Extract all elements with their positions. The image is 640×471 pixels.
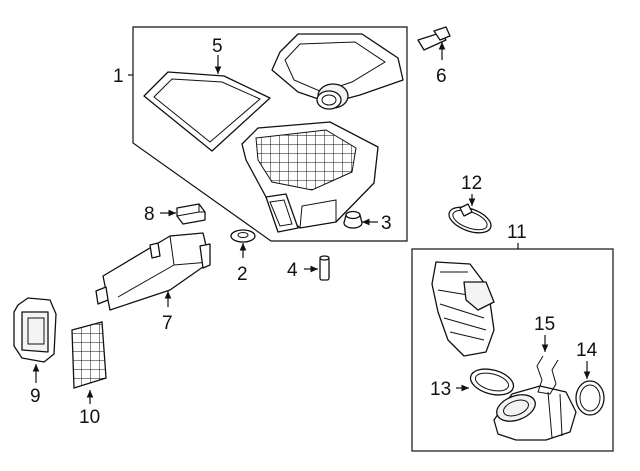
callout-4: 4 [287, 260, 298, 281]
callout-9: 9 [30, 386, 41, 407]
callout-2: 2 [237, 264, 248, 285]
o-ring [575, 380, 605, 416]
callout-13: 13 [430, 379, 451, 400]
seal-ring [469, 368, 515, 396]
assembly-1-outline [132, 26, 408, 242]
air-filter-element [143, 71, 271, 152]
callout-14: 14 [576, 340, 598, 361]
wire-clip [536, 355, 559, 395]
callout-1: 1 [113, 66, 124, 87]
air-cleaner-lid [271, 33, 404, 110]
callout-6: 6 [436, 66, 447, 87]
callout-11: 11 [507, 222, 527, 243]
grommet [343, 210, 363, 229]
mass-airflow-sensor [417, 26, 451, 51]
air-cleaner-housing [241, 121, 379, 233]
callout-10: 10 [79, 407, 100, 428]
assembly-11-outline [411, 248, 614, 452]
hose-clamp-upper [448, 203, 492, 234]
callout-8: 8 [144, 204, 155, 225]
callout-3: 3 [381, 213, 392, 234]
callout-7: 7 [162, 313, 173, 334]
mount-grommet [230, 229, 256, 243]
inlet-screen [71, 321, 107, 389]
foam-pad [176, 203, 206, 225]
callout-12: 12 [461, 173, 482, 194]
retaining-pin [319, 255, 330, 281]
callout-5: 5 [212, 36, 223, 57]
intake-elbow [493, 385, 577, 441]
callout-15: 15 [534, 314, 555, 335]
inlet-scoop [13, 297, 57, 363]
intake-hose [431, 261, 495, 357]
inlet-duct [95, 232, 211, 311]
